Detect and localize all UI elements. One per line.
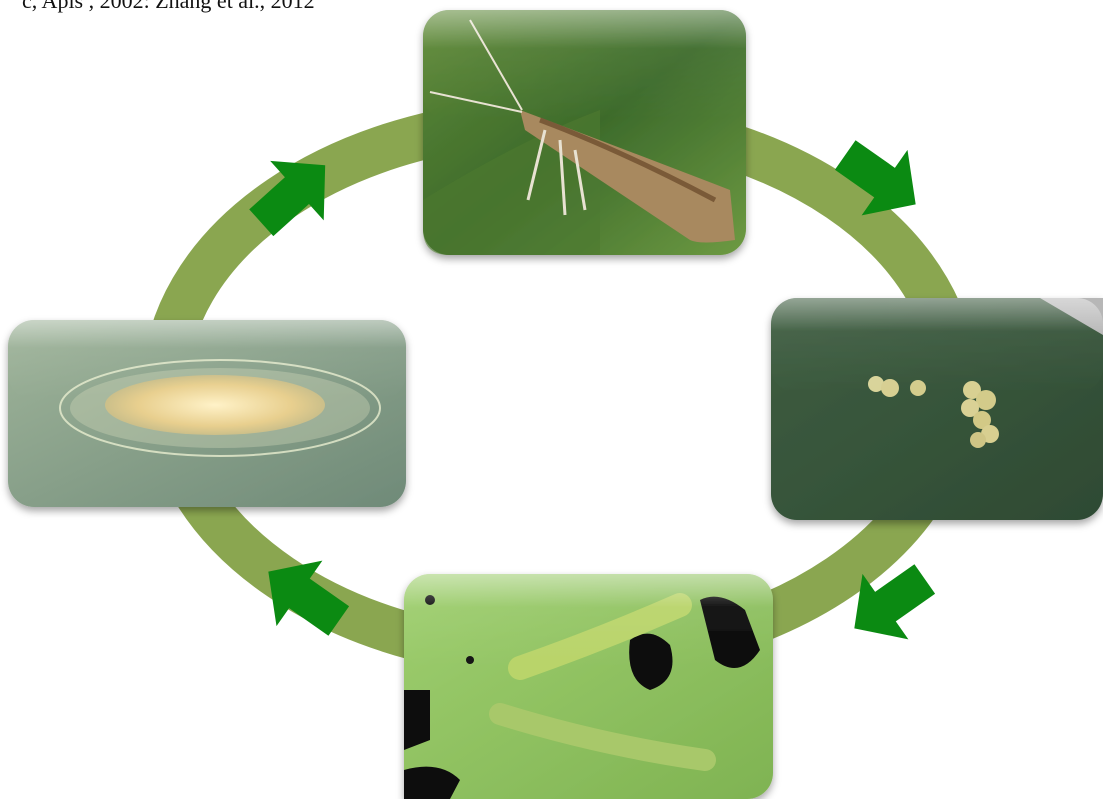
caterpillars-on-leaf-image [404, 574, 773, 799]
moth-on-leaf-image [423, 10, 746, 255]
cocoon-pupa-image [8, 320, 406, 507]
eggs-on-leaf-image [771, 298, 1103, 520]
